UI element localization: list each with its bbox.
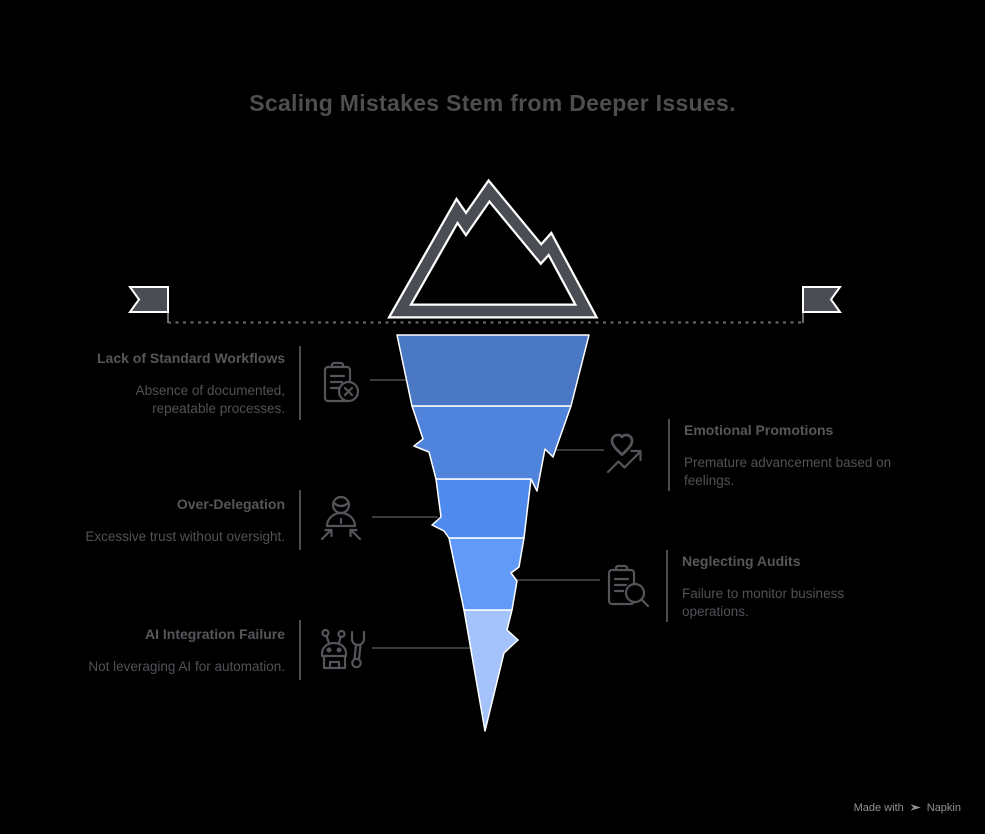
annotation-ai-integration-failure: AI Integration Failure Not leveraging AI… [55,616,369,684]
connector-lines [370,379,604,649]
item-title: Neglecting Audits [682,552,801,569]
clipboard-x-icon [311,354,369,412]
divider [666,550,668,622]
divider [299,346,301,420]
heart-trend-icon [600,426,658,484]
item-title: Over-Delegation [176,495,285,512]
item-title: Lack of Standard Workflows [97,349,285,366]
robot-wrench-icon [311,621,369,679]
funnel-segment-4 [448,537,525,611]
annotation-lack-of-standard-workflows: Lack of Standard Workflows Absence of do… [55,342,369,424]
item-description: Failure to monitor business operations. [682,585,845,619]
annotation-neglecting-audits: Neglecting Audits Failure to monitor bus… [598,546,954,626]
napkin-logo-icon [910,804,921,811]
left-ribbon-icon [128,286,169,313]
right-ribbon-icon [802,286,842,313]
mountain-icon [387,178,599,319]
page-title: Scaling Mistakes Stem from Deeper Issues… [249,90,736,116]
item-title: AI Integration Failure [144,625,285,642]
divider [668,419,670,491]
item-title: Emotional Promotions [684,421,834,438]
divider [299,490,301,550]
made-with-text: Made with [853,801,904,814]
item-description: Excessive trust without oversight. [85,528,285,544]
waterline [128,286,842,324]
divider [299,620,301,680]
item-description: Absence of documented, repeatable proces… [135,382,285,416]
clipboard-search-icon [598,557,656,615]
item-description: Not leveraging AI for automation. [88,658,285,674]
funnel-segment-5 [463,609,519,732]
made-with-credit: Made with Napkin [854,801,961,814]
delegation-person-icon [311,491,369,549]
funnel [396,334,590,732]
funnel-segment-3 [431,478,532,539]
annotation-emotional-promotions: Emotional Promotions Premature advanceme… [600,415,956,495]
funnel-segment-1 [396,334,590,407]
annotation-over-delegation: Over-Delegation Excessive trust without … [55,486,369,554]
item-description: Premature advancement based on feelings. [684,454,892,488]
brand-text: Napkin [926,801,961,814]
funnel-segment-2 [411,405,572,492]
